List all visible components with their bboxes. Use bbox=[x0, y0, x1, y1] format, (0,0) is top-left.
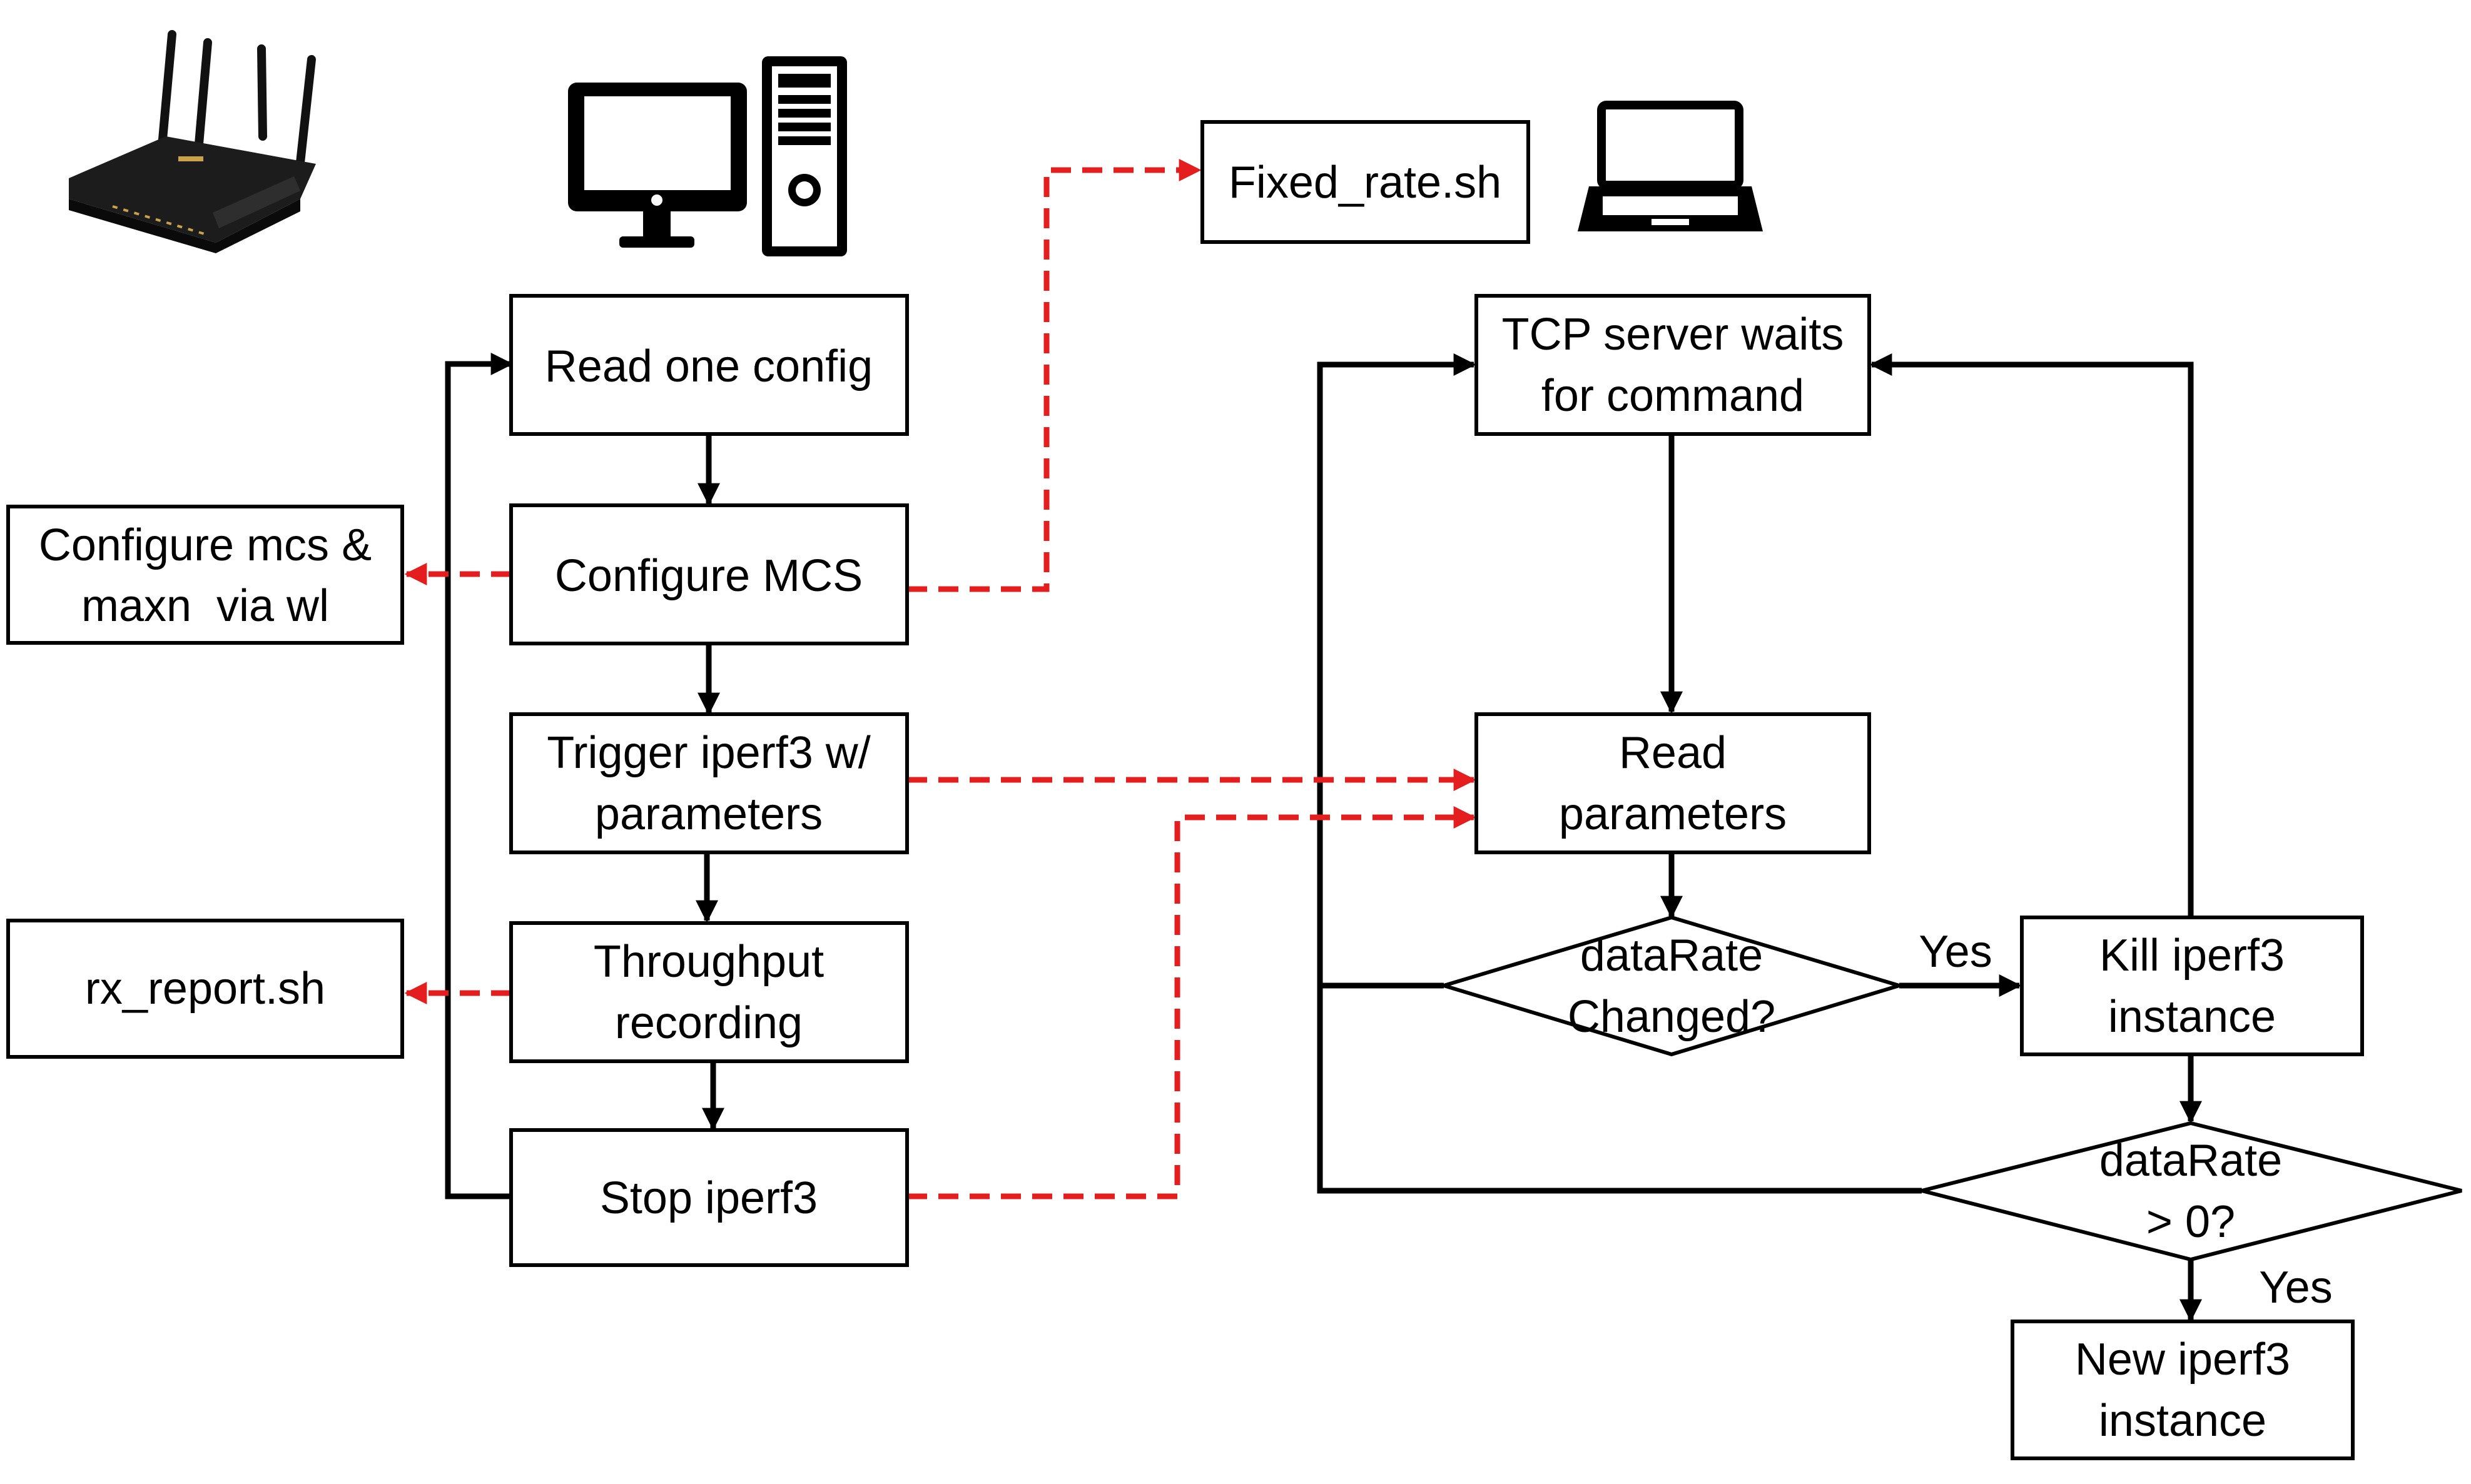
configure-mcs-label: Configure MCS bbox=[555, 551, 863, 601]
tcp-server-label-line2: for command bbox=[1541, 371, 1804, 421]
dashed-connectors bbox=[404, 159, 1476, 1199]
stop-iperf-label: Stop iperf3 bbox=[600, 1173, 818, 1223]
throughput-label-line1: Throughput bbox=[594, 937, 824, 987]
read-params-box: Read parameters bbox=[1474, 712, 1871, 854]
read-config-box: Read one config bbox=[509, 294, 909, 436]
read-params-label-line2: parameters bbox=[1559, 789, 1787, 839]
read-params-label-line1: Read bbox=[1619, 728, 1727, 778]
trigger-iperf-label-line2: parameters bbox=[595, 789, 823, 839]
solid-connectors bbox=[445, 353, 2202, 1322]
laptop-icon bbox=[1578, 101, 1763, 231]
read-config-label: Read one config bbox=[545, 341, 873, 391]
desktop-computer-icon bbox=[568, 56, 847, 256]
datarate-gt0-label-line1: dataRate bbox=[2099, 1136, 2282, 1186]
wifi-router-icon bbox=[69, 30, 316, 253]
fixed-rate-box: Fixed_rate.sh bbox=[1200, 120, 1530, 244]
trigger-iperf-label-line1: Trigger iperf3 w/ bbox=[547, 728, 871, 778]
fixed-rate-label: Fixed_rate.sh bbox=[1229, 158, 1501, 208]
tcp-server-box: TCP server waits for command bbox=[1474, 294, 1871, 436]
configure-mcs-box: Configure MCS bbox=[509, 503, 909, 645]
datarate-changed-label-line1: dataRate bbox=[1580, 931, 1763, 981]
datarate-gt0-label-line2: > 0? bbox=[2146, 1197, 2235, 1247]
stop-iperf-box: Stop iperf3 bbox=[509, 1128, 909, 1267]
datarate-changed-decision: dataRate Changed? bbox=[1437, 915, 1906, 1057]
configure-wl-label-line2: maxn via wl bbox=[81, 581, 329, 631]
kill-iperf-box: Kill iperf3 instance bbox=[2020, 916, 2364, 1056]
kill-iperf-label-line2: instance bbox=[2108, 992, 2276, 1042]
datarate-gt0-decision: dataRate > 0? bbox=[1921, 1121, 2462, 1262]
yes-label-gt0: Yes bbox=[2259, 1263, 2332, 1313]
throughput-box: Throughput recording bbox=[509, 921, 909, 1063]
kill-iperf-label-line1: Kill iperf3 bbox=[2099, 931, 2285, 981]
configure-wl-label-line1: Configure mcs & bbox=[39, 520, 372, 570]
new-iperf-label-line1: New iperf3 bbox=[2075, 1335, 2290, 1385]
trigger-iperf-box: Trigger iperf3 w/ parameters bbox=[509, 712, 909, 854]
tcp-server-label-line1: TCP server waits bbox=[1502, 310, 1844, 360]
yes-label-changed: Yes bbox=[1919, 927, 1992, 977]
throughput-label-line2: recording bbox=[615, 998, 803, 1048]
rx-report-label: rx_report.sh bbox=[85, 964, 325, 1014]
configure-wl-box: Configure mcs & maxn via wl bbox=[6, 505, 404, 645]
new-iperf-label-line2: instance bbox=[2099, 1396, 2266, 1446]
new-iperf-box: New iperf3 instance bbox=[2011, 1320, 2355, 1460]
rx-report-box: rx_report.sh bbox=[6, 919, 404, 1059]
datarate-changed-label-line2: Changed? bbox=[1568, 992, 1775, 1042]
